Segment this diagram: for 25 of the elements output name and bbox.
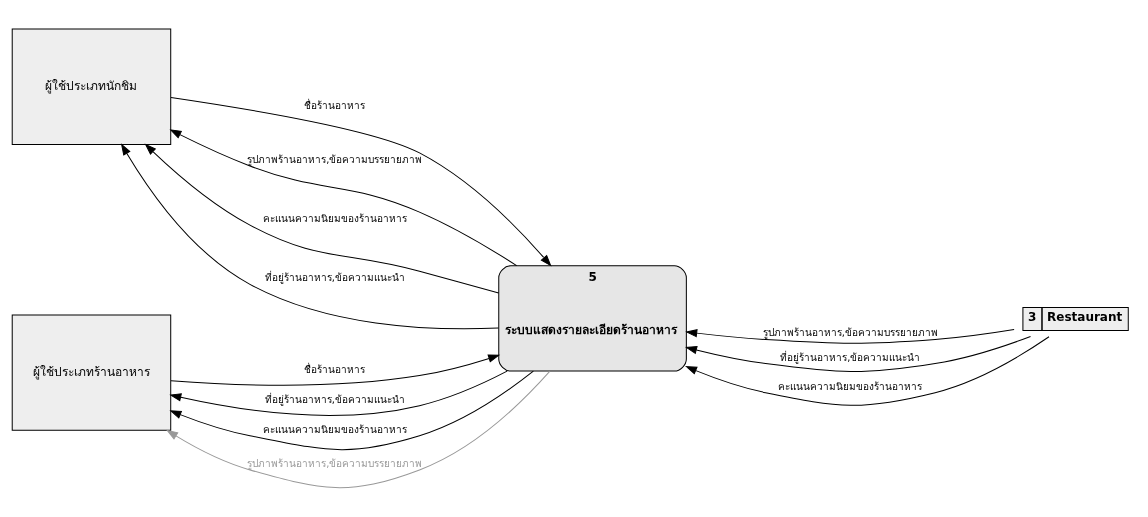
edge-label: คะแนนความนิยมของร้านอาหาร xyxy=(262,213,407,225)
arrow xyxy=(685,336,1050,406)
edge-label: ที่อยู่ร้านอาหาร,ข้อความแนะนำ xyxy=(264,393,405,405)
arrow xyxy=(170,354,500,386)
edge-label: รูปภาพร้านอาหาร,ข้อความบรรยายภาพ xyxy=(762,327,938,339)
arrow xyxy=(685,336,1032,373)
edge-label: ชื่อร้านอาหาร xyxy=(304,363,366,375)
arrow xyxy=(170,370,534,451)
arrow xyxy=(170,370,508,416)
node-box: ผู้ใช้ประเภทร้านอาหาร xyxy=(11,314,172,431)
edge-label: ที่อยู่ร้านอาหาร,ข้อความแนะนำ xyxy=(264,272,405,284)
edge-label: รูปภาพร้านอาหาร,ข้อความบรรยายภาพ xyxy=(247,457,423,469)
arrow xyxy=(145,144,500,294)
node-box: 5 ระบบแสดงรายละเอียดร้านอาหาร xyxy=(498,265,687,372)
arrow xyxy=(121,144,499,330)
node-box: ผู้ใช้ประเภทนักชิม xyxy=(11,28,172,145)
arrow xyxy=(170,129,518,267)
arrow xyxy=(170,96,552,266)
arrow xyxy=(686,329,1015,344)
edge-label: ชื่อร้านอาหาร xyxy=(304,99,366,111)
edge-label: คะแนนความนิยมของร้านอาหาร xyxy=(262,423,407,435)
arrow xyxy=(166,370,551,489)
edge-label: รูปภาพร้านอาหาร,ข้อความบรรยายภาพ xyxy=(247,153,423,165)
edge-label: คะแนนความนิยมของร้านอาหาร xyxy=(778,380,923,392)
edge-label: ที่อยู่ร้านอาหาร,ข้อความแนะนำ xyxy=(780,351,921,363)
